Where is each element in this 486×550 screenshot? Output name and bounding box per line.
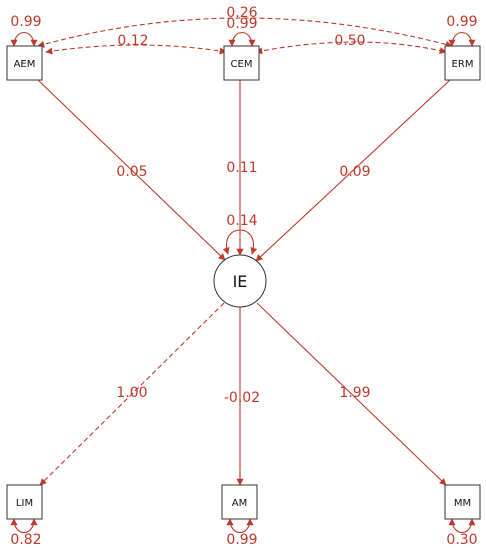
var-loop-am: [226, 518, 254, 534]
node-box-mm: [444, 484, 481, 520]
var-loop-mm: [448, 518, 476, 534]
path-edge-ie-lim: [39, 302, 225, 486]
path-edge-aem-ie: [37, 79, 226, 261]
node-box-erm: [444, 45, 481, 81]
path-label-cem-ie: 0.11: [226, 160, 257, 176]
variance-label-erm: 0.99: [446, 14, 477, 30]
node-label-aem: AEM: [14, 59, 36, 70]
node-label-erm: ERM: [452, 59, 474, 70]
variance-label-lim: 0.82: [10, 532, 41, 548]
var-loop-aem: [10, 31, 38, 47]
path-edge-ie-mm: [256, 302, 447, 486]
covariance-label-cem-erm: 0.50: [334, 33, 365, 49]
variance-label-am: 0.99: [226, 532, 257, 548]
cov-edge-aem-cem: [45, 44, 227, 55]
path-label-ie-lim: 1.00: [116, 385, 147, 401]
node-label-mm: MM: [454, 498, 471, 509]
node-label-am: AM: [232, 498, 247, 509]
variance-label-mm: 0.30: [446, 532, 477, 548]
covariance-label-aem-cem: 0.12: [117, 33, 148, 49]
var-loop-erm: [448, 31, 476, 47]
variance-label-cem: 0.99: [226, 16, 257, 32]
covariance-label-aem-erm: 0.26: [226, 5, 257, 21]
node-box-lim: [6, 484, 43, 520]
node-box-aem: [6, 45, 43, 81]
node-box-cem: [223, 45, 260, 81]
node-label-lim: LIM: [16, 498, 33, 509]
node-box-am: [221, 484, 258, 520]
path-label-aem-ie: 0.05: [116, 164, 147, 180]
cov-edge-cem-erm: [255, 41, 447, 55]
node-label-ie: IE: [233, 272, 248, 291]
var-loop-lim: [10, 518, 38, 534]
path-label-erm-ie: 0.09: [339, 164, 370, 180]
path-label-ie-mm: 1.99: [339, 385, 370, 401]
var-loop-cem: [228, 31, 256, 47]
variance-label-aem: 0.99: [10, 14, 41, 30]
path-label-ie-am: -0.02: [224, 390, 260, 406]
variance-label-ie: 0.14: [226, 213, 257, 229]
node-circle-ie: [213, 254, 267, 308]
path-edge-erm-ie: [255, 79, 451, 262]
node-label-cem: CEM: [231, 59, 253, 70]
cov-edge-aem-erm: [37, 17, 453, 48]
